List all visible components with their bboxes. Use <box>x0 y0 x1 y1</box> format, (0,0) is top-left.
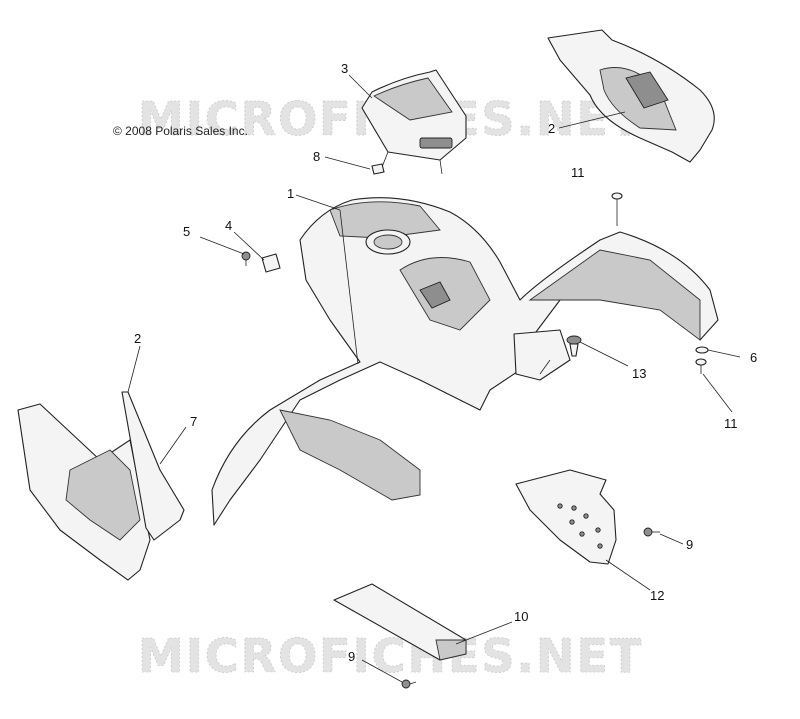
callout-13: 13 <box>632 366 646 381</box>
part-9-screw-right <box>643 527 660 537</box>
part-12-heat-shield <box>515 469 617 565</box>
part-2-upper-panel <box>547 29 715 163</box>
callout-3: 3 <box>341 61 348 76</box>
leader-lines <box>127 74 741 683</box>
callout-9-bottom: 9 <box>348 649 355 664</box>
part-1-front-cab <box>211 197 719 526</box>
callout-4: 4 <box>225 218 232 233</box>
callout-12: 12 <box>650 588 664 603</box>
part-6-washer <box>695 346 709 354</box>
callout-10: 10 <box>514 609 528 624</box>
part-8-clip <box>371 163 385 175</box>
part-9-screw-bottom <box>401 679 417 689</box>
callout-2-upper: 2 <box>548 121 555 136</box>
part-11-bolt-top <box>611 192 623 208</box>
watermark-bottom: MICROFICHES.NET <box>138 629 643 683</box>
callout-2-lower: 2 <box>134 331 141 346</box>
part-13-push-rivet <box>566 335 582 357</box>
callout-5: 5 <box>183 224 190 239</box>
part-11-bolt-right <box>695 358 707 374</box>
part-7-mud-flap <box>121 391 185 541</box>
part-2-lower-panel <box>17 403 151 581</box>
callout-11-right: 11 <box>724 416 738 431</box>
part-3-console-cover <box>361 69 467 175</box>
callout-1: 1 <box>287 186 294 201</box>
part-4-bracket <box>261 253 281 273</box>
part-10-bottom-plate <box>333 583 467 661</box>
callout-11-top: 11 <box>571 165 585 180</box>
callout-7: 7 <box>190 414 197 429</box>
copyright-text: © 2008 Polaris Sales Inc. <box>113 124 248 138</box>
callout-8: 8 <box>313 149 320 164</box>
callout-9-right: 9 <box>686 537 693 552</box>
callout-6: 6 <box>750 350 757 365</box>
